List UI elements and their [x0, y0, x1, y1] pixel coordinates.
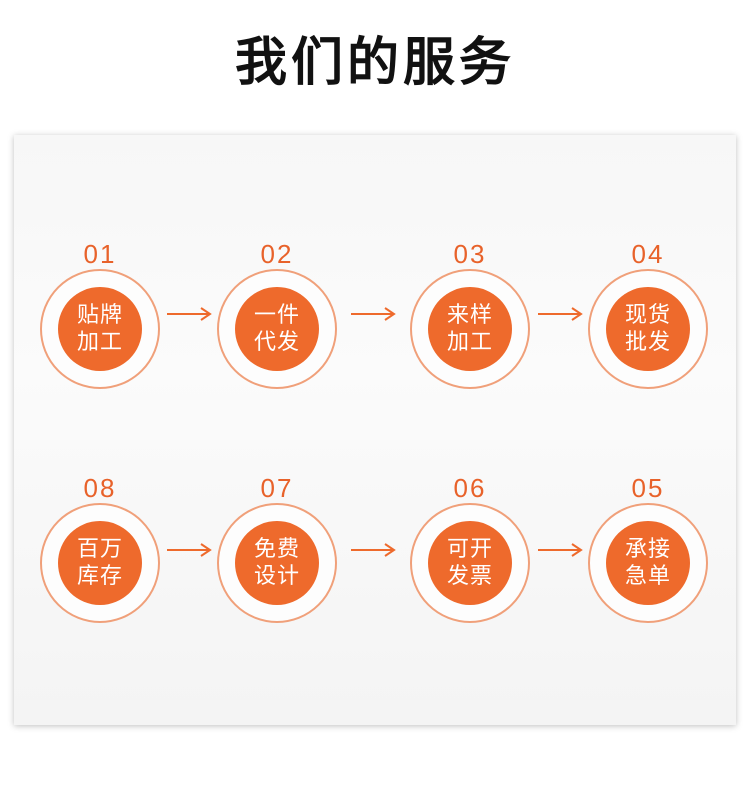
arrow-right-icon: [351, 307, 396, 321]
step-label-line2: 批发: [624, 330, 671, 355]
service-step-06: 06 可开 发票: [410, 473, 530, 623]
page-title: 我们的服务: [234, 33, 515, 93]
step-label-line1: 免费: [253, 537, 300, 562]
service-step-05: 05 承接 急单: [588, 473, 708, 623]
step-ring: 现货 批发: [588, 269, 708, 389]
step-number: 07: [260, 473, 294, 503]
step-circle: 来样 加工: [428, 287, 512, 371]
services-panel: 01 贴牌 加工 02 一件 代发 03 来样 加工: [14, 135, 736, 725]
arrow-right-icon: [538, 307, 583, 321]
step-label-line2: 代发: [253, 330, 300, 355]
step-label-line1: 可开: [446, 537, 493, 562]
step-label-line2: 发票: [446, 564, 493, 589]
arrow-right-icon: [538, 543, 583, 557]
arrow-right-icon: [167, 307, 212, 321]
service-step-08: 08 百万 库存: [40, 473, 160, 623]
step-number: 05: [631, 473, 665, 503]
step-ring: 可开 发票: [410, 503, 530, 623]
step-number: 06: [453, 473, 487, 503]
step-label-line1: 贴牌: [76, 303, 123, 328]
step-number: 03: [453, 239, 487, 269]
step-label-line1: 一件: [253, 303, 300, 328]
step-label-line1: 承接: [624, 537, 671, 562]
step-circle: 一件 代发: [235, 287, 319, 371]
step-circle: 百万 库存: [58, 521, 142, 605]
step-label-line2: 设计: [253, 564, 300, 589]
step-ring: 来样 加工: [410, 269, 530, 389]
step-circle: 现货 批发: [606, 287, 690, 371]
arrow-right-icon: [167, 543, 212, 557]
step-label-line2: 加工: [76, 330, 123, 355]
step-ring: 一件 代发: [217, 269, 337, 389]
step-circle: 承接 急单: [606, 521, 690, 605]
service-step-02: 02 一件 代发: [217, 239, 337, 389]
step-label-line2: 加工: [446, 330, 493, 355]
step-number: 08: [83, 473, 117, 503]
step-label-line2: 库存: [76, 564, 123, 589]
step-ring: 承接 急单: [588, 503, 708, 623]
step-label-line1: 来样: [446, 303, 493, 328]
arrow-right-icon: [351, 543, 396, 557]
service-step-01: 01 贴牌 加工: [40, 239, 160, 389]
step-circle: 贴牌 加工: [58, 287, 142, 371]
step-label-line1: 百万: [76, 537, 123, 562]
step-ring: 百万 库存: [40, 503, 160, 623]
service-step-03: 03 来样 加工: [410, 239, 530, 389]
step-number: 04: [631, 239, 665, 269]
step-label-line2: 急单: [624, 564, 671, 589]
step-ring: 免费 设计: [217, 503, 337, 623]
service-step-04: 04 现货 批发: [588, 239, 708, 389]
step-circle: 可开 发票: [428, 521, 512, 605]
step-ring: 贴牌 加工: [40, 269, 160, 389]
step-label-line1: 现货: [624, 303, 671, 328]
service-step-07: 07 免费 设计: [217, 473, 337, 623]
step-number: 01: [83, 239, 117, 269]
step-circle: 免费 设计: [235, 521, 319, 605]
step-number: 02: [260, 239, 294, 269]
